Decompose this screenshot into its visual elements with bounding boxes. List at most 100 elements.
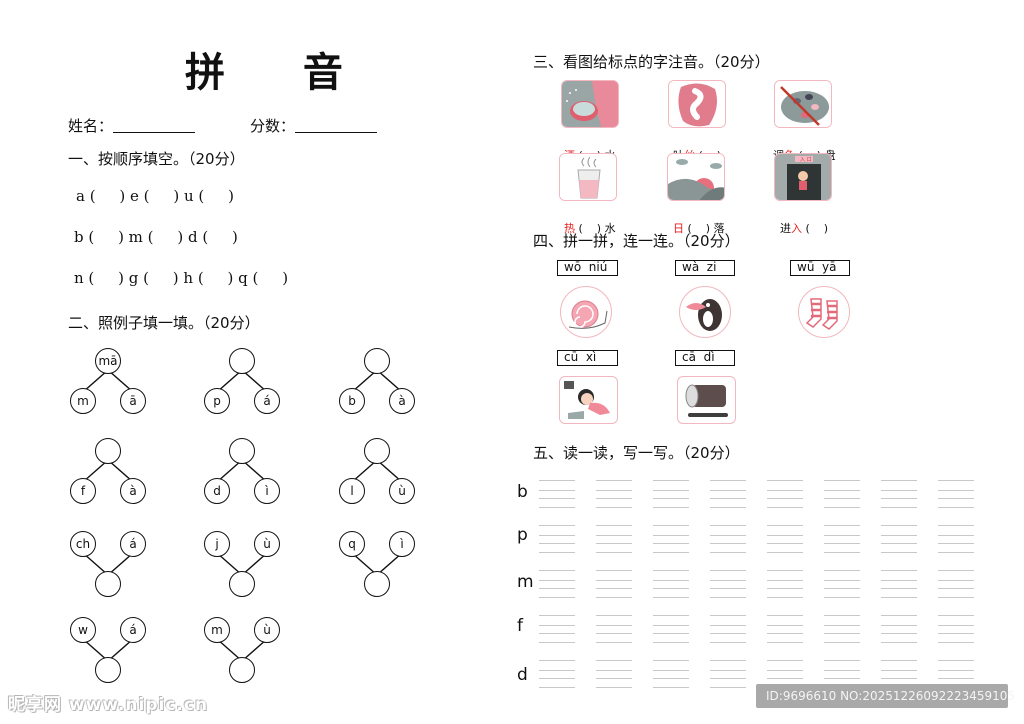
syllable-circle[interactable] xyxy=(95,438,121,464)
image-id-badge: ID:9696610 NO:20251226092223459105 xyxy=(756,684,1015,708)
four-line-grid-cell[interactable] xyxy=(824,480,860,510)
score-blank[interactable] xyxy=(295,118,378,133)
four-line-grid-cell[interactable] xyxy=(653,570,689,600)
four-line-grid-cell[interactable] xyxy=(539,615,575,645)
four-line-grid-cell[interactable] xyxy=(767,525,803,555)
final-circle[interactable]: ù xyxy=(254,617,280,643)
final-circle[interactable]: à xyxy=(389,388,415,414)
pinyin-card-cu-xi[interactable]: cū xì xyxy=(557,350,618,366)
final-circle[interactable]: á xyxy=(254,388,280,414)
sequence-row-1[interactable]: a ( ) e ( ) u ( ) xyxy=(76,187,234,205)
four-line-grid-cell[interactable] xyxy=(653,480,689,510)
pinyin-card-wu-ya[interactable]: wū yā xyxy=(790,260,850,276)
caption-ri-luo[interactable]: 日 ( ) 落 xyxy=(673,222,725,235)
four-line-grid-cell[interactable] xyxy=(824,525,860,555)
final-circle[interactable]: ā xyxy=(120,388,146,414)
log-and-stick-image[interactable] xyxy=(677,376,736,424)
four-line-grid-cell[interactable] xyxy=(653,615,689,645)
write-letter-b: b xyxy=(517,482,528,502)
four-line-grid-cell[interactable] xyxy=(596,570,632,600)
final-circle[interactable]: ì xyxy=(254,478,280,504)
sequence-row-3[interactable]: n ( ) g ( ) h ( ) q ( ) xyxy=(74,269,289,287)
palette-image xyxy=(774,80,832,128)
sequence-row-2[interactable]: b ( ) m ( ) d ( ) xyxy=(74,228,238,246)
initial-circle[interactable]: ch xyxy=(70,531,96,557)
four-line-grid-cell[interactable] xyxy=(938,525,974,555)
final-circle[interactable]: ù xyxy=(389,478,415,504)
four-line-grid-cell[interactable] xyxy=(824,615,860,645)
initial-circle[interactable]: p xyxy=(204,388,230,414)
four-line-grid-cell[interactable] xyxy=(539,660,575,690)
syllable-circle[interactable] xyxy=(95,571,121,597)
initial-circle[interactable]: b xyxy=(339,388,365,414)
initial-circle[interactable]: w xyxy=(70,617,96,643)
pinyin-card-ca-di[interactable]: cā dì xyxy=(675,350,735,366)
section4-heading: 四、拼一拼，连一连。（20分） xyxy=(533,232,740,250)
girl-mopping-image[interactable] xyxy=(559,376,618,424)
four-line-grid-cell[interactable] xyxy=(596,525,632,555)
snail-image[interactable] xyxy=(560,286,612,338)
four-line-grid-cell[interactable] xyxy=(596,615,632,645)
four-line-grid-cell[interactable] xyxy=(938,570,974,600)
final-circle[interactable]: á xyxy=(120,617,146,643)
four-line-grid-cell[interactable] xyxy=(881,525,917,555)
syllable-circle[interactable] xyxy=(229,438,255,464)
four-line-grid-cell[interactable] xyxy=(539,525,575,555)
four-line-grid-cell[interactable] xyxy=(710,660,746,690)
name-field[interactable]: 姓名： xyxy=(68,115,196,136)
four-line-grid-cell[interactable] xyxy=(881,480,917,510)
four-line-grid-cell[interactable] xyxy=(938,480,974,510)
caption-re-shui[interactable]: 热 ( ) 水 xyxy=(564,222,616,235)
silkworm-image xyxy=(668,80,726,128)
four-line-grid-cell[interactable] xyxy=(539,480,575,510)
syllable-circle[interactable] xyxy=(229,571,255,597)
initial-circle[interactable]: j xyxy=(204,531,230,557)
boy-entering-door-image xyxy=(774,153,832,201)
caption-jin-ru[interactable]: 进入 ( ) xyxy=(780,222,829,235)
four-line-grid-cell[interactable] xyxy=(710,480,746,510)
final-circle[interactable]: á xyxy=(120,531,146,557)
four-line-grid-cell[interactable] xyxy=(596,480,632,510)
initial-circle[interactable]: q xyxy=(339,531,365,557)
syllable-circle[interactable] xyxy=(229,348,255,374)
four-line-grid-cell[interactable] xyxy=(824,570,860,600)
four-line-grid-cell[interactable] xyxy=(539,570,575,600)
syllable-circle[interactable] xyxy=(95,657,121,683)
four-line-grid-cell[interactable] xyxy=(938,615,974,645)
crow-image[interactable] xyxy=(679,286,731,338)
four-line-grid-cell[interactable] xyxy=(710,570,746,600)
final-circle[interactable]: à xyxy=(120,478,146,504)
four-line-grid-cell[interactable] xyxy=(881,615,917,645)
initial-circle[interactable]: m xyxy=(204,617,230,643)
socks-image[interactable] xyxy=(798,286,850,338)
four-line-grid-cell[interactable] xyxy=(767,615,803,645)
syllable-circle[interactable] xyxy=(364,571,390,597)
four-line-grid-cell[interactable] xyxy=(596,660,632,690)
four-line-grid-cell[interactable] xyxy=(767,570,803,600)
initial-circle[interactable]: m xyxy=(70,388,96,414)
final-circle[interactable]: ù xyxy=(254,531,280,557)
four-line-grid-cell[interactable] xyxy=(710,615,746,645)
syllable-circle[interactable]: mā xyxy=(95,348,121,374)
initial-circle[interactable]: d xyxy=(204,478,230,504)
syllable-circle[interactable] xyxy=(364,438,390,464)
syllable-circle[interactable] xyxy=(364,348,390,374)
initial-circle[interactable]: l xyxy=(339,478,365,504)
syllable-circle[interactable] xyxy=(229,657,255,683)
four-line-grid-cell[interactable] xyxy=(710,525,746,555)
score-field[interactable]: 分数： xyxy=(250,115,378,136)
four-line-grid-cell[interactable] xyxy=(767,480,803,510)
four-line-grid-cell[interactable] xyxy=(653,525,689,555)
final-circle[interactable]: ì xyxy=(389,531,415,557)
name-blank[interactable] xyxy=(113,118,196,133)
section1-heading: 一、按顺序填空。（20分） xyxy=(68,150,245,168)
initial-circle[interactable]: f xyxy=(70,478,96,504)
four-line-grid-cell[interactable] xyxy=(881,570,917,600)
pinyin-card-wa-zi[interactable]: wà zi xyxy=(675,260,735,276)
site-logo-watermark: 昵享网 www.nipic.cn xyxy=(8,695,209,715)
pinyin-card-wo-niu[interactable]: wō niú xyxy=(557,260,618,276)
four-line-grid-cell[interactable] xyxy=(653,660,689,690)
